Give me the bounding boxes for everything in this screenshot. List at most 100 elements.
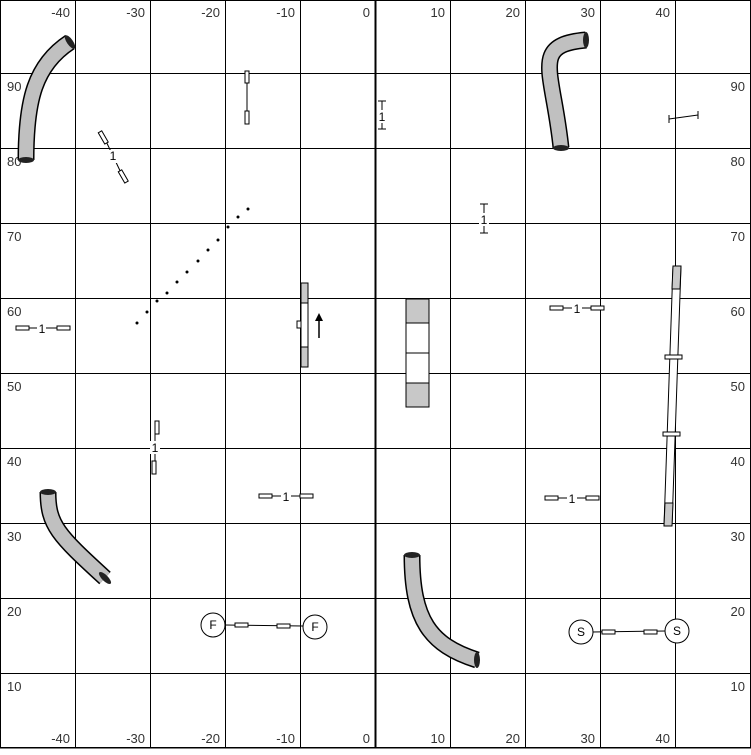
weave-poles bbox=[135, 207, 250, 325]
x-tick-label: -40 bbox=[51, 731, 70, 746]
y-axis-left: 90 80 70 60 50 40 30 20 10 bbox=[7, 79, 21, 694]
x-tick-label: 10 bbox=[431, 5, 445, 20]
y-tick-label: 40 bbox=[731, 454, 745, 469]
jump-number: 1 bbox=[481, 213, 488, 227]
x-tick-label: -10 bbox=[276, 5, 295, 20]
y-tick-label: 30 bbox=[731, 529, 745, 544]
y-tick-label: 70 bbox=[731, 229, 745, 244]
x-tick-label: 40 bbox=[656, 731, 670, 746]
jump-wing bbox=[258, 493, 273, 499]
jump-vertical-left: 1 bbox=[150, 420, 160, 475]
x-tick-label: -10 bbox=[276, 731, 295, 746]
finish-marker bbox=[302, 614, 328, 640]
y-tick-label: 60 bbox=[731, 304, 745, 319]
tunnel-end bbox=[18, 157, 34, 163]
y-tick-label: 80 bbox=[731, 154, 745, 169]
x-tick-label: 30 bbox=[581, 5, 595, 20]
jump-left-edge: 1 bbox=[15, 321, 71, 336]
finish-gate: F F bbox=[200, 612, 328, 640]
jump-wing bbox=[15, 325, 30, 331]
y-tick-label: 40 bbox=[7, 454, 21, 469]
y-tick-label: 20 bbox=[731, 604, 745, 619]
jump-wing bbox=[56, 325, 71, 331]
x-tick-label: 20 bbox=[506, 731, 520, 746]
y-tick-label: 60 bbox=[7, 304, 21, 319]
jump-wing bbox=[544, 495, 559, 501]
jump-number: 1 bbox=[569, 492, 576, 506]
jump-top-right bbox=[668, 111, 699, 123]
tunnel-top-left bbox=[17, 34, 76, 163]
jump-centre-left-lower: 1 bbox=[258, 489, 314, 504]
jump-diagonal-top-left: 1 bbox=[97, 130, 129, 184]
jump-wing bbox=[117, 169, 129, 184]
tunnel-end bbox=[40, 489, 56, 495]
jump-wing bbox=[244, 110, 250, 125]
y-tick-label: 70 bbox=[7, 229, 21, 244]
y-tick-label: 10 bbox=[731, 679, 745, 694]
y-tick-label: 30 bbox=[7, 529, 21, 544]
finish-label: F bbox=[311, 620, 318, 634]
x-tick-label: 10 bbox=[431, 731, 445, 746]
jump-wing bbox=[549, 305, 564, 311]
x-tick-label: 40 bbox=[656, 5, 670, 20]
start-gate: S S bbox=[568, 618, 690, 645]
jump-wing bbox=[643, 629, 658, 635]
y-tick-label: 50 bbox=[731, 379, 745, 394]
x-tick-label: -20 bbox=[201, 731, 220, 746]
jump-wing bbox=[234, 622, 249, 628]
jump-centre-top: 1 bbox=[377, 100, 387, 130]
jump-number: 1 bbox=[110, 149, 117, 163]
jump-right-upper: 1 bbox=[549, 301, 605, 316]
tunnel-end bbox=[474, 652, 480, 668]
jump-number: 1 bbox=[152, 441, 159, 455]
jump-wing bbox=[244, 70, 250, 84]
jump-number: 1 bbox=[379, 110, 386, 124]
jump-wing bbox=[151, 460, 157, 475]
start-marker bbox=[664, 618, 690, 644]
jump-number: 1 bbox=[283, 490, 290, 504]
jump-wing bbox=[601, 629, 616, 635]
arrow-head-icon bbox=[315, 313, 323, 321]
tunnel-top-right bbox=[541, 31, 589, 151]
tunnel-bottom-left bbox=[39, 489, 112, 585]
start-marker bbox=[568, 619, 594, 645]
jump-wing bbox=[299, 493, 314, 499]
teeter-centre-left bbox=[296, 282, 323, 368]
start-label: S bbox=[673, 624, 681, 638]
x-axis-bottom: -40 -30 -20 -10 0 10 20 30 40 bbox=[51, 731, 670, 746]
x-tick-label: 0 bbox=[363, 731, 370, 746]
jump-right-lower: 1 bbox=[544, 491, 600, 506]
tunnel-end bbox=[553, 145, 569, 151]
tunnel-end bbox=[583, 32, 589, 48]
y-tick-label: 20 bbox=[7, 604, 21, 619]
jump-centre-right: 1 bbox=[479, 203, 489, 234]
x-tick-label: 0 bbox=[363, 5, 370, 20]
x-tick-label: -40 bbox=[51, 5, 70, 20]
x-tick-label: 20 bbox=[506, 5, 520, 20]
x-tick-label: -30 bbox=[126, 731, 145, 746]
y-tick-label: 90 bbox=[731, 79, 745, 94]
tunnel-end bbox=[64, 35, 76, 49]
finish-label: F bbox=[209, 618, 216, 632]
jump-wing bbox=[97, 130, 109, 145]
y-tick-label: 90 bbox=[7, 79, 21, 94]
tunnel-end bbox=[404, 552, 420, 558]
y-tick-label: 50 bbox=[7, 379, 21, 394]
jump-wing bbox=[154, 420, 160, 435]
y-axis-right: 90 80 70 60 50 40 30 20 10 bbox=[731, 79, 745, 694]
x-tick-label: -30 bbox=[126, 5, 145, 20]
dog-walk bbox=[662, 265, 683, 527]
tunnel-end bbox=[98, 571, 112, 585]
finish-marker bbox=[200, 612, 226, 638]
x-tick-label: 30 bbox=[581, 731, 595, 746]
jump-number: 1 bbox=[39, 322, 46, 336]
tunnel-bottom-centre bbox=[403, 552, 480, 669]
jump-vertical-top bbox=[244, 70, 250, 125]
jump-wing bbox=[276, 623, 291, 629]
jump-wing bbox=[585, 495, 600, 501]
y-tick-label: 10 bbox=[7, 679, 21, 694]
x-tick-label: -20 bbox=[201, 5, 220, 20]
pause-table bbox=[405, 298, 430, 408]
jump-wing bbox=[590, 305, 605, 311]
